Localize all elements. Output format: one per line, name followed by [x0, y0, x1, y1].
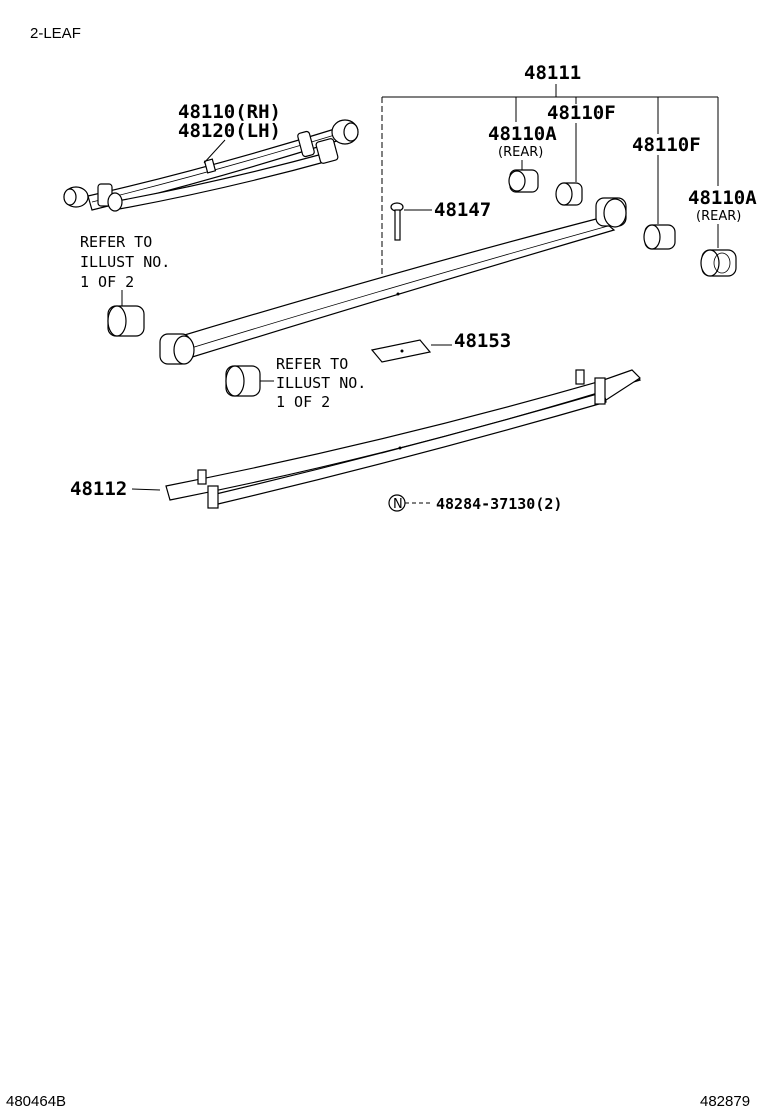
bushing-48110a-first[interactable]	[508, 169, 539, 193]
refer-note-1-line2: ILLUST NO.	[80, 253, 170, 271]
bushing-48110f-first[interactable]	[555, 182, 583, 206]
refer-note-1-line3: 1 OF 2	[80, 273, 134, 291]
diagram-title: 2-LEAF	[30, 25, 81, 42]
bolt-48147[interactable]	[390, 202, 404, 241]
label-48120-lh: 48120(LH)	[178, 120, 281, 142]
label-48112: 48112	[70, 478, 127, 500]
refer-note-2-line2: ILLUST NO.	[276, 374, 366, 392]
bushing-48110a-second[interactable]	[700, 249, 737, 277]
label-48110f-second: 48110F	[632, 134, 701, 156]
label-48110a-first: 48110A	[488, 123, 557, 145]
lower-leaf-spring-48112[interactable]	[165, 369, 642, 509]
n-mark-label: N	[393, 497, 403, 512]
refer-note-1-line1: REFER TO	[80, 233, 152, 251]
bushing-refer-center[interactable]	[225, 365, 261, 397]
bushing-48110f-second[interactable]	[643, 224, 676, 250]
spring-assembly-48110[interactable]	[63, 119, 359, 212]
label-48111: 48111	[524, 62, 581, 84]
illustration-code-right: 482879	[700, 1093, 750, 1110]
label-rear-first: (REAR)	[498, 145, 543, 160]
plate-48153[interactable]	[370, 339, 432, 363]
label-48110-rh: 48110(RH)	[178, 101, 281, 123]
bushing-refer-left[interactable]	[107, 305, 145, 337]
refer-note-2-line1: REFER TO	[276, 355, 348, 373]
label-48110f-first: 48110F	[547, 102, 616, 124]
label-48284: 48284-37130(2)	[436, 495, 562, 513]
label-rear-second: (REAR)	[696, 209, 741, 224]
label-48147: 48147	[434, 199, 491, 221]
label-48110a-second: 48110A	[688, 187, 757, 209]
label-48153: 48153	[454, 330, 511, 352]
main-leaf-spring-48111[interactable]	[159, 197, 627, 365]
refer-note-2-line3: 1 OF 2	[276, 393, 330, 411]
illustration-code-left: 480464B	[6, 1093, 66, 1110]
